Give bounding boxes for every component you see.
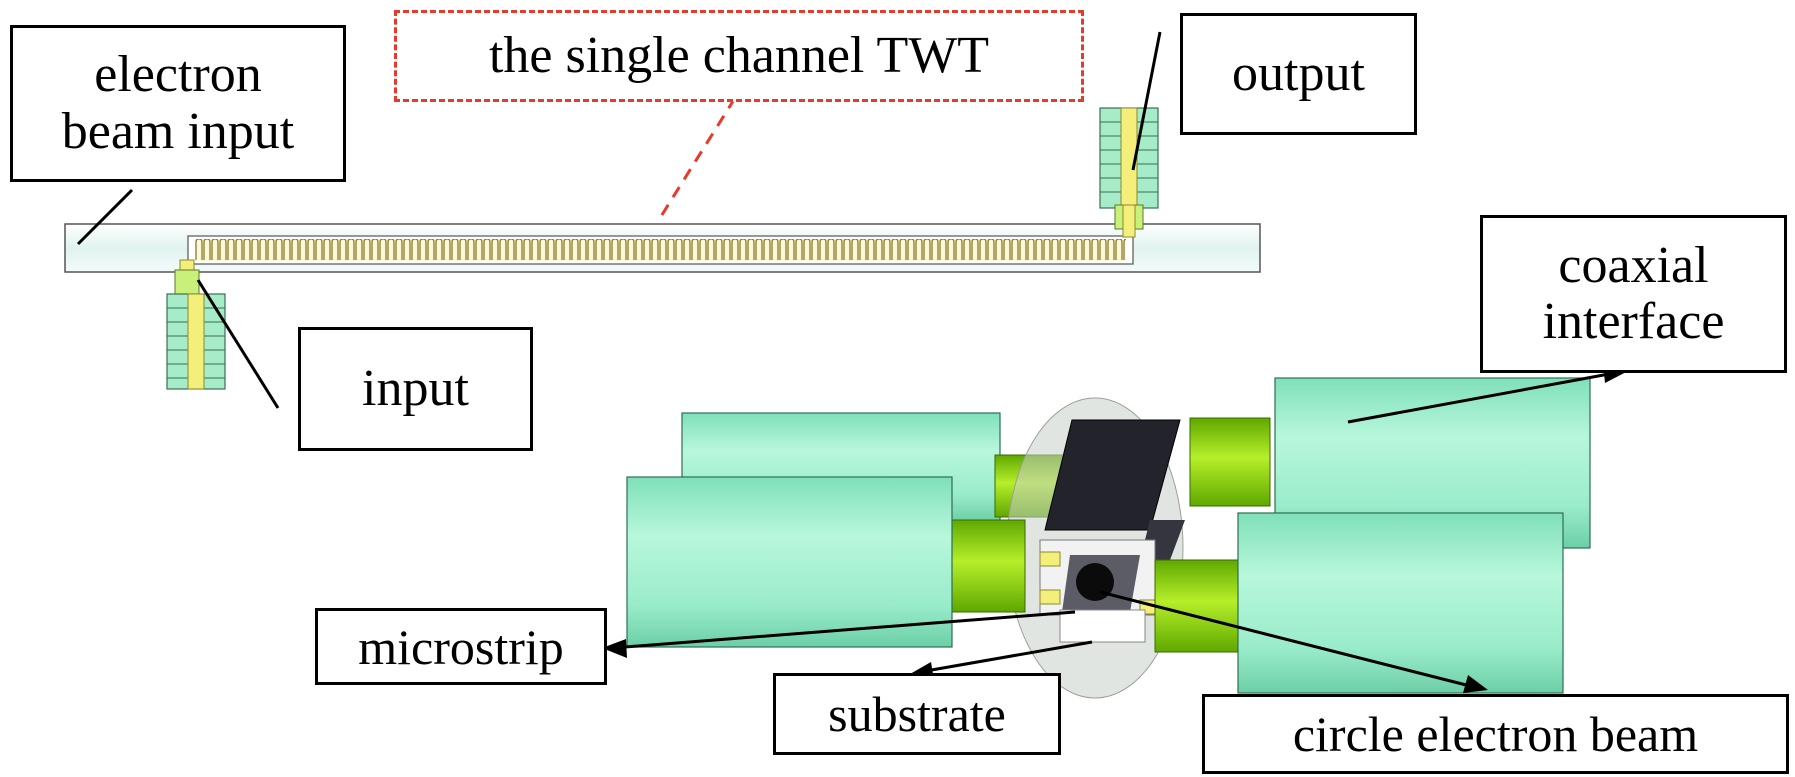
pin-back-right — [1189, 417, 1271, 507]
input-connector — [166, 259, 226, 390]
cylinder-front-right — [1237, 512, 1564, 694]
slow-wave-structure — [195, 239, 1126, 261]
label-circle-electron-beam: circle electron beam — [1202, 694, 1789, 774]
label-electron-beam-input: electron beam input — [10, 25, 346, 182]
label-input: input — [298, 327, 533, 451]
pin-front-left — [949, 519, 1026, 613]
label-coaxial-interface: coaxial interface — [1480, 215, 1787, 373]
leader-output — [1131, 31, 1162, 171]
twt-tube — [64, 223, 1261, 273]
leader-input — [196, 279, 280, 409]
output-connector — [1099, 107, 1159, 238]
leader-circle-electron-beam — [1099, 590, 1479, 690]
label-microstrip: microstrip — [315, 608, 607, 685]
cylinder-front-left — [626, 476, 953, 648]
label-twt-title: the single channel TWT — [394, 10, 1084, 102]
leader-coaxial-interface — [1347, 370, 1621, 424]
arrowhead-circle-beam — [1463, 675, 1488, 693]
pin-front-right — [1154, 559, 1241, 653]
leader-electron-beam-input — [76, 188, 134, 246]
leader-microstrip — [611, 610, 1076, 650]
coaxial-model — [626, 377, 1591, 699]
arrowhead-microstrip — [602, 639, 627, 658]
leader-substrate — [919, 640, 1093, 674]
electron-beam-dot — [1076, 563, 1114, 601]
label-substrate: substrate — [773, 673, 1061, 755]
label-output: output — [1180, 13, 1417, 135]
twt-callout-line — [658, 97, 737, 219]
leader-lines — [76, 31, 1621, 690]
